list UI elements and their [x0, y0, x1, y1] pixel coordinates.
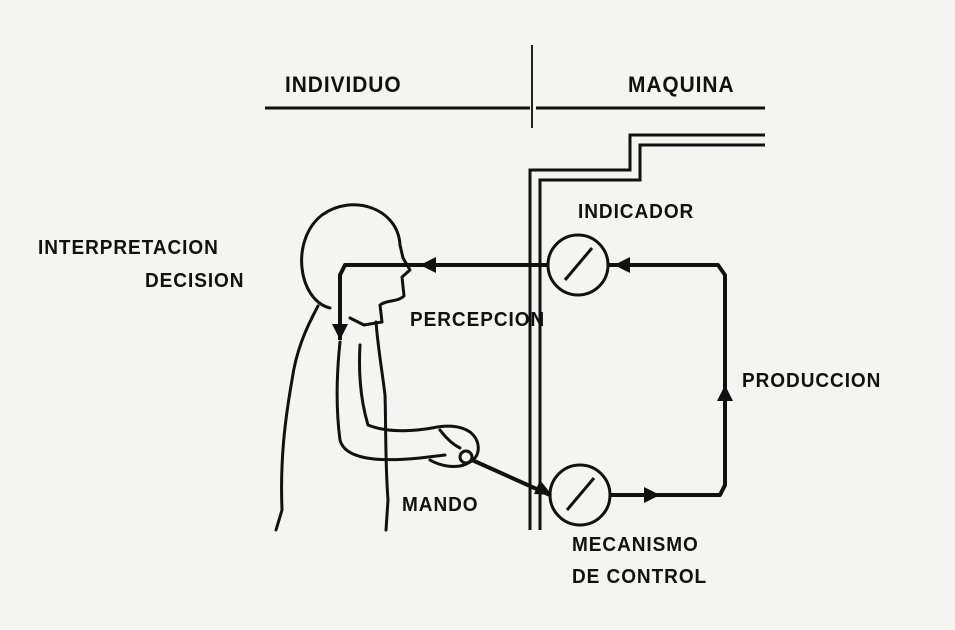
arrow-mando	[534, 480, 552, 495]
arrowheads	[332, 257, 733, 503]
arrow-produccion-up	[717, 385, 733, 401]
de-control-label: DE CONTROL	[572, 566, 708, 588]
decision-label: DECISION	[145, 270, 245, 292]
indicador-label: INDICADOR	[578, 201, 695, 223]
arrow-percepcion	[420, 257, 436, 273]
machine-boundary-outer	[528, 133, 765, 530]
mecanismo-label: MECANISMO	[572, 534, 699, 556]
mando-label: MANDO	[402, 494, 479, 516]
produccion-label: PRODUCCION	[742, 370, 882, 392]
person-figure	[274, 203, 480, 532]
percepcion-label: PERCEPCION	[410, 309, 546, 331]
maquina-label: MAQUINA	[628, 72, 735, 97]
arrow-control-out	[644, 487, 660, 503]
arrow-indicador-in	[614, 257, 630, 273]
individuo-label: INDIVIDUO	[285, 72, 402, 97]
indicador-gauge	[546, 233, 610, 297]
mecanismo-gauge	[548, 463, 612, 527]
arrow-decision-down	[332, 324, 348, 340]
machine-boundary-inner	[538, 143, 765, 530]
interpretacion-label: INTERPRETACION	[38, 237, 219, 259]
